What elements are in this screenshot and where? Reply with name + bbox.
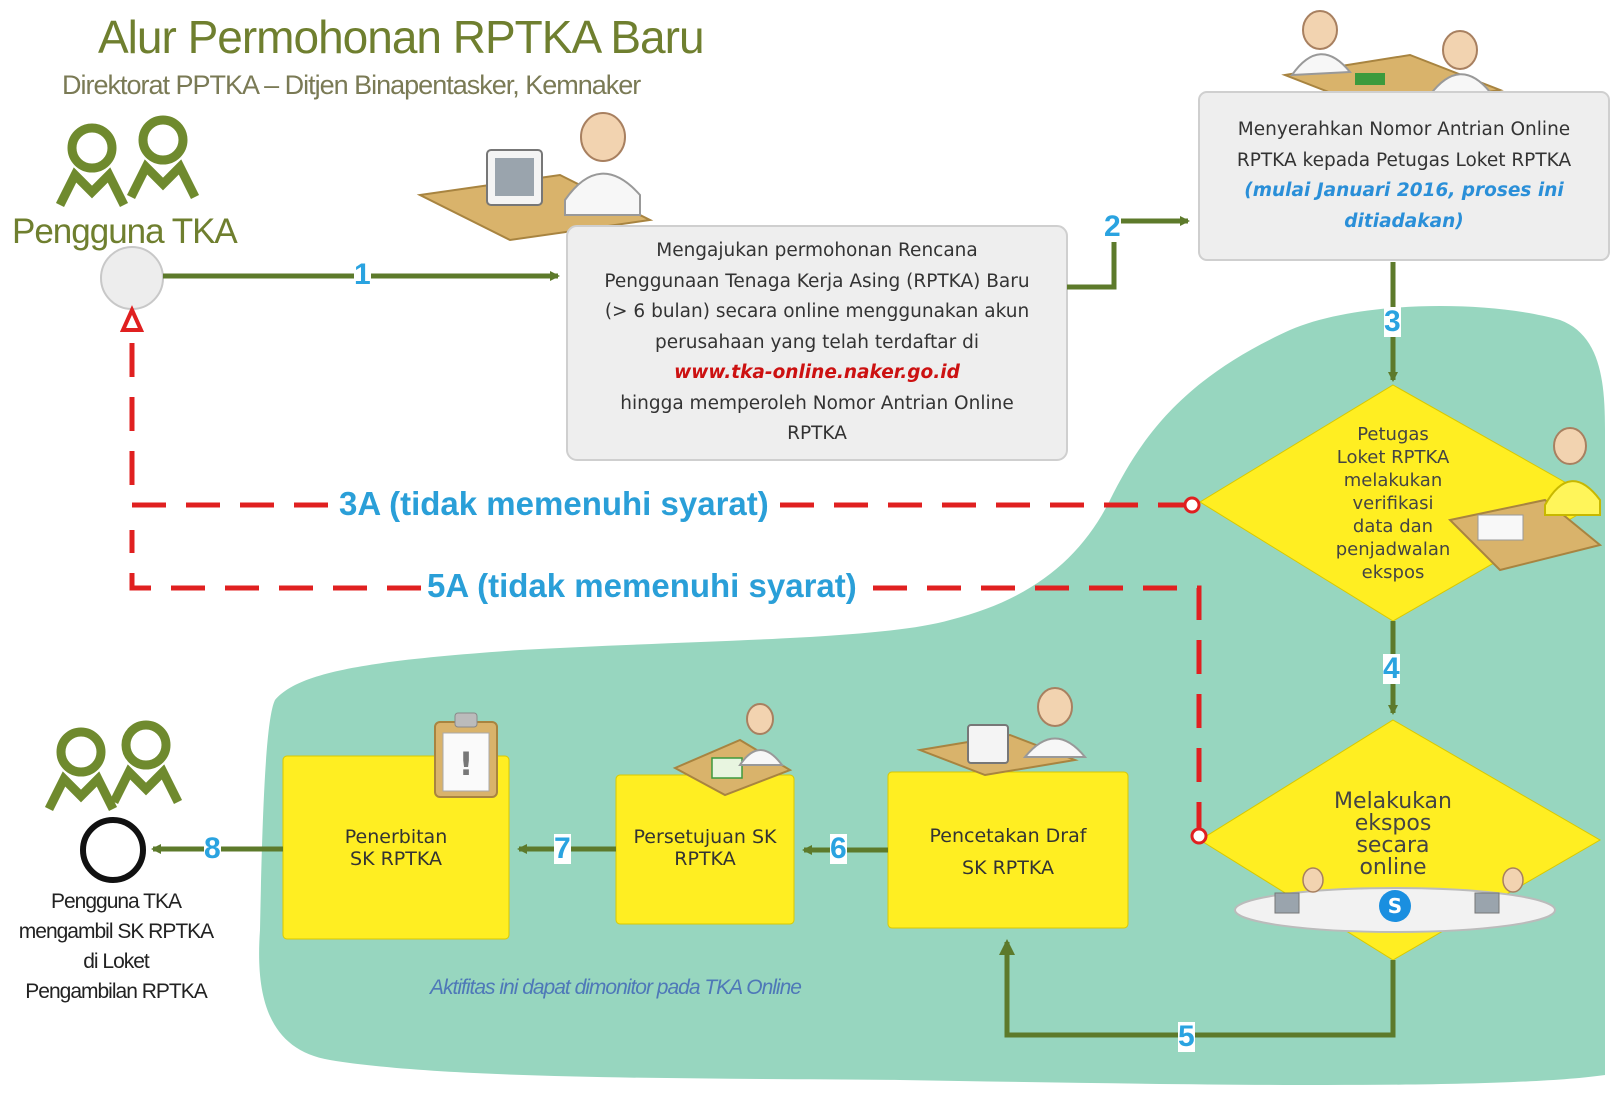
monitor-note: Aktifitas ini dapat dimonitor pada TKA O… — [430, 976, 802, 999]
step5-text-line: Pencetakan Draf — [929, 825, 1087, 847]
step1-text-line: hingga memperoleh Nomor Antrian Online — [620, 392, 1014, 414]
step1-text-line: RPTKA — [787, 423, 847, 444]
end-actor-label-line: Pengguna TKA — [50, 890, 182, 913]
step6-text-line: RPTKA — [674, 848, 736, 870]
clerk-verifying-icon — [1447, 427, 1603, 572]
d4-text-line: secara — [1356, 833, 1429, 858]
start-node[interactable] — [100, 246, 164, 310]
step-number-7: 7 — [554, 832, 571, 865]
return-3a-label: 3A (tidak memenuhi syarat) — [337, 485, 771, 523]
step1-text-line: (> 6 bulan) secara online menggunakan ak… — [604, 301, 1030, 322]
d3-text-line: verifikasi — [1353, 493, 1434, 514]
d4-text-line: ekspos — [1355, 811, 1432, 836]
people-icon-end — [44, 720, 183, 812]
step7-text-line: Penerbitan — [344, 826, 448, 848]
step7-text: Penerbitan SK RPTKA — [285, 826, 507, 870]
end-actor-label-line: Pengambilan RPTKA — [25, 980, 207, 1003]
step-number-6: 6 — [830, 832, 847, 865]
end-node[interactable] — [80, 817, 146, 883]
step2-note-line: ditiadakan) — [1344, 210, 1464, 232]
desk-worker-icon — [416, 112, 654, 242]
connector-2 — [1067, 216, 1190, 290]
step2-text-line: Menyerahkan Nomor Antrian Online — [1237, 119, 1571, 140]
return-5a-label: 5A (tidak memenuhi syarat) — [425, 567, 859, 605]
end-actor-label-line: mengambil SK RPTKA — [18, 920, 214, 943]
print-desk-icon — [916, 687, 1088, 777]
d3-text-line: Petugas — [1357, 424, 1429, 445]
end-actor-label-line: di Loket — [83, 950, 150, 973]
certificate-clipboard-icon: ! — [434, 712, 498, 798]
page-title: Alur Permohonan RPTKA Baru — [98, 11, 705, 63]
page-subtitle: Direktorat PPTKA – Ditjen Binapentasker,… — [62, 70, 641, 100]
svg-text:!: ! — [459, 745, 474, 783]
step7-text-line: SK RPTKA — [350, 848, 442, 870]
step1-box[interactable] — [566, 225, 1068, 461]
d3-text-line: penjadwalan — [1336, 539, 1451, 560]
step1-text-line: Penggunaan Tenaga Kerja Asing (RPTKA) Ba… — [604, 270, 1030, 292]
step-number-2: 2 — [1104, 210, 1121, 243]
return-5a-origin — [1190, 827, 1208, 845]
step2-text: Menyerahkan Nomor Antrian Online RPTKA k… — [1204, 115, 1604, 237]
return-3a-origin — [1183, 496, 1201, 514]
svg-text:S: S — [1388, 894, 1402, 918]
approval-desk-icon — [672, 703, 793, 797]
end-actor-label: Pengguna TKA mengambil SK RPTKA di Loket… — [0, 887, 232, 1007]
connector-5 — [999, 939, 1396, 1038]
d4-text-line: Melakukan — [1334, 789, 1452, 814]
d3-text-line: ekspos — [1362, 562, 1425, 583]
d3-text-line: data dan — [1353, 516, 1433, 537]
step2-text-line: RPTKA kepada Petugas Loket RPTKA — [1236, 149, 1572, 171]
d3-text-line: Loket RPTKA — [1337, 447, 1450, 468]
people-icon-start — [55, 115, 200, 208]
d3-text-line: melakukan — [1344, 470, 1442, 491]
step-number-1: 1 — [354, 258, 371, 291]
tka-online-link[interactable]: www.tka-online.naker.go.id — [674, 362, 960, 383]
step5-text: Pencetakan Draf SK RPTKA — [893, 820, 1123, 884]
step6-text: Persetujuan SK RPTKA — [618, 826, 792, 870]
step6-text-line: Persetujuan SK — [633, 826, 777, 848]
step1-text-line: perusahaan yang telah terdaftar di — [655, 331, 979, 353]
start-actor-label: Pengguna TKA — [12, 212, 238, 251]
step5-text-line: SK RPTKA — [962, 857, 1054, 879]
online-meeting-icon: S — [1234, 867, 1556, 933]
step1-text: Mengajukan permohonan Rencana Penggunaan… — [572, 236, 1062, 450]
step-number-5: 5 — [1178, 1020, 1195, 1053]
step2-note-line: (mulai Januari 2016, proses ini — [1244, 180, 1564, 201]
return-arrowhead — [119, 305, 145, 332]
step-number-4: 4 — [1383, 652, 1400, 685]
step2-box[interactable] — [1198, 91, 1610, 261]
step1-text-line: Mengajukan permohonan Rencana — [656, 240, 978, 261]
return-3a-line — [129, 322, 1192, 508]
step-number-8: 8 — [204, 832, 221, 865]
d4-text-line: online — [1359, 855, 1426, 880]
step-number-3: 3 — [1384, 305, 1401, 338]
